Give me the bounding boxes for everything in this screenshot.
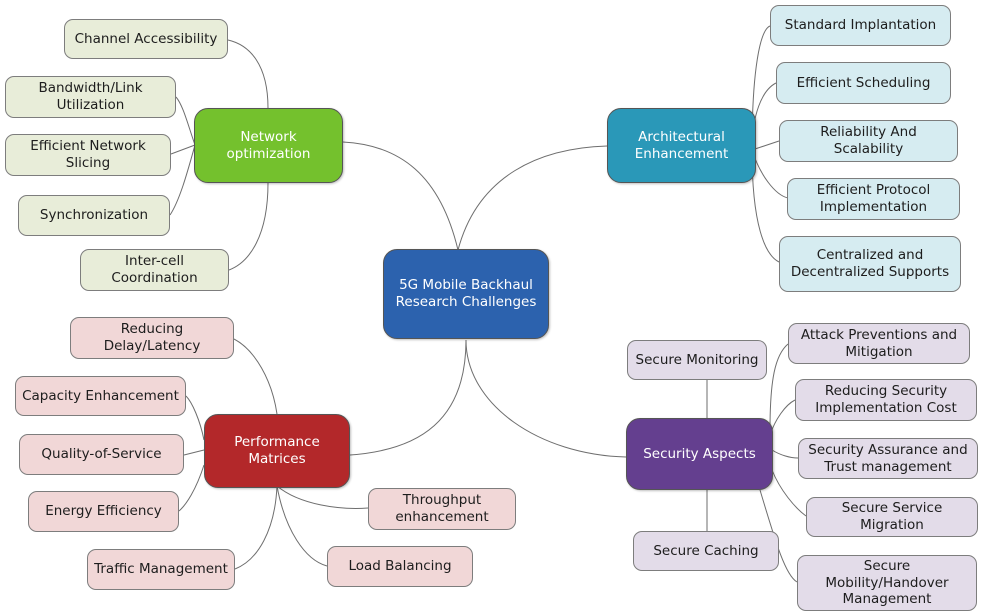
connector [185,395,205,441]
center-topic: 5G Mobile Backhaul Research Challenges [383,249,549,339]
leaf-secure-monitoring: Secure Monitoring [627,340,767,380]
connector [276,485,369,509]
connector [769,399,796,436]
leaf-traffic-management: Traffic Management [87,549,235,590]
leaf-quality-of-service: Quality-of-Service [19,434,184,475]
leaf-standard-implantation: Standard Implantation [770,5,951,46]
connector [342,141,459,251]
leaf-secure-service-migration: Secure Service Migration [806,497,978,537]
connector [233,338,278,415]
connector [759,489,798,583]
leaf-security-assurance-trust-management: Security Assurance and Trust management [798,438,978,479]
leaf-centralized-decentralized-supports: Centralized and Decentralized Supports [779,236,961,292]
connector [349,339,467,456]
leaf-inter-cell-coordination: Inter-cell Coordination [80,249,229,291]
branch-architectural-enhancement: Architectural Enhancement [607,108,756,183]
leaf-efficient-scheduling: Efficient Scheduling [776,62,951,104]
branch-performance-matrices: Performance Matrices [204,414,350,488]
leaf-energy-efficiency: Energy Efficiency [28,491,179,532]
connector [228,182,269,271]
leaf-attack-preventions-mitigation: Attack Preventions and Mitigation [788,323,970,364]
leaf-load-balancing: Load Balancing [327,546,473,587]
leaf-throughput-enhancement: Throughput enhancement [368,488,516,530]
connector [751,140,780,151]
connector [227,39,269,109]
leaf-secure-caching: Secure Caching [633,531,779,571]
leaf-capacity-enhancement: Capacity Enhancement [15,376,186,416]
leaf-efficient-protocol-implementation: Efficient Protocol Implementation [787,178,960,220]
leaf-bandwidth-link-utilization: Bandwidth/Link Utilization [5,76,176,118]
leaf-reliability-and-scalability: Reliability And Scalability [779,120,958,162]
connector [234,485,278,570]
leaf-reducing-security-implementation-cost: Reducing Security Implementation Cost [795,379,977,421]
branch-network-optimization: Network optimization [194,108,343,183]
leaf-reducing-delay-latency: Reducing Delay/Latency [70,317,234,359]
connector [751,149,780,263]
leaf-secure-mobility-handover-management: Secure Mobility/Handover Management [797,555,977,611]
connector [170,144,196,155]
connector [169,144,196,216]
connector [769,343,789,431]
connector [183,449,205,456]
connector [175,96,196,146]
branch-security-aspects: Security Aspects [626,418,773,490]
connector [465,339,627,458]
leaf-synchronization: Synchronization [18,195,170,236]
connector [276,485,328,567]
leaf-channel-accessibility: Channel Accessibility [64,19,228,59]
connector [771,469,807,517]
connector [178,464,205,512]
connector [457,145,608,251]
connector [771,449,799,459]
leaf-efficient-network-slicing: Efficient Network Slicing [5,134,171,176]
